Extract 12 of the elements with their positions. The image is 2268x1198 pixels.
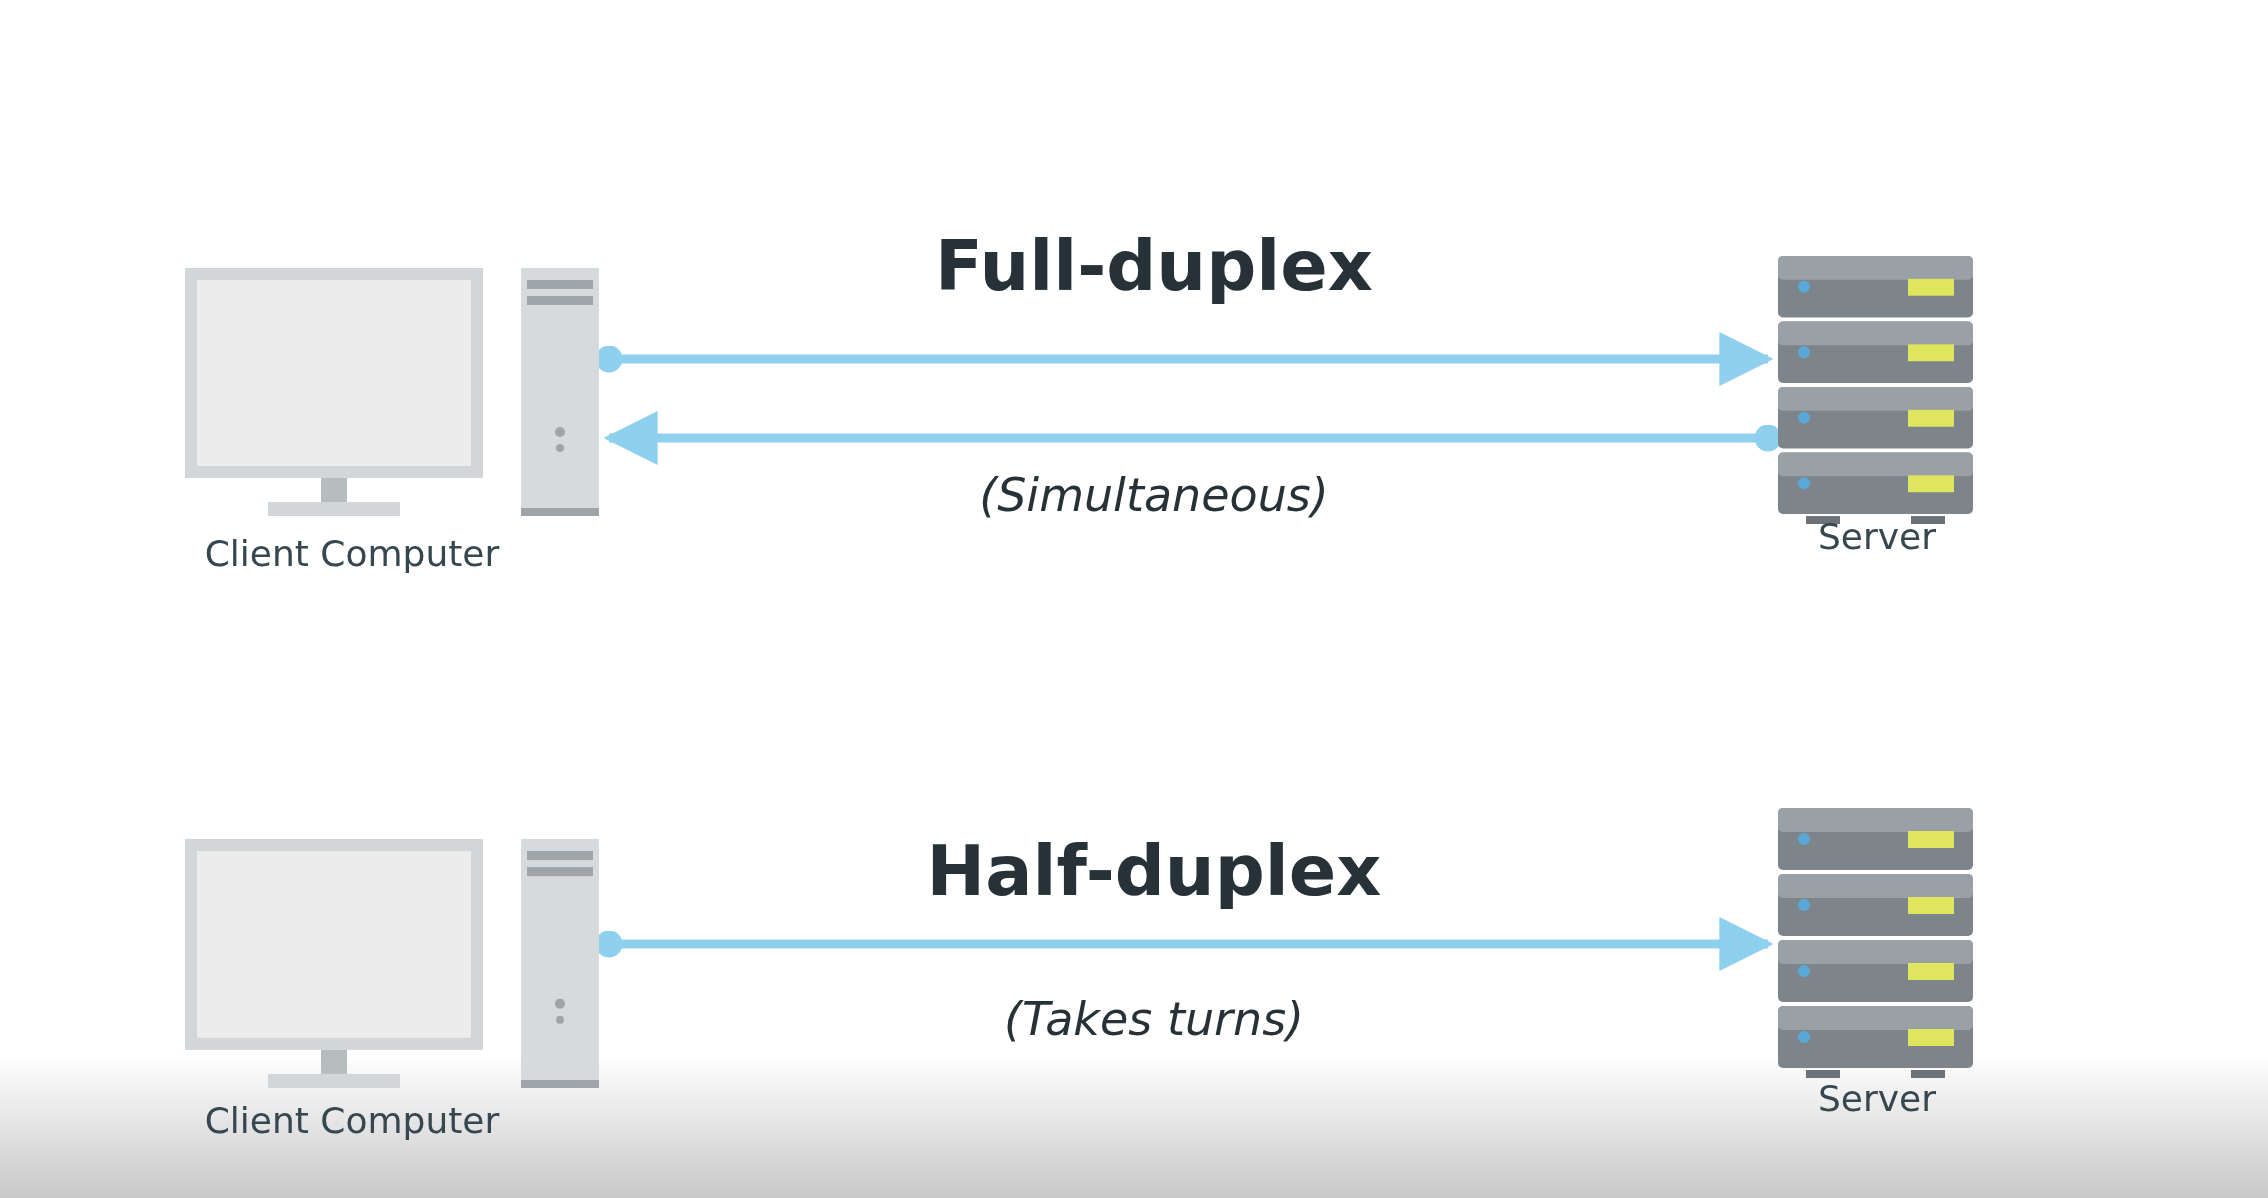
mode-heading: Full-duplex — [935, 225, 1373, 307]
server-rack-drawing — [1778, 808, 1973, 1078]
mode-heading: Half-duplex — [926, 830, 1382, 912]
device-caption: Server — [1817, 516, 1937, 557]
server-rack-drawing — [1778, 256, 1973, 524]
desktop-computer-drawing — [185, 839, 599, 1088]
device-caption: Client Computer — [204, 533, 500, 574]
mode-note: (Simultaneous) — [979, 468, 1329, 522]
mode-note: (Takes turns) — [1003, 992, 1305, 1046]
device-caption: Server — [1817, 1078, 1937, 1119]
device-caption: Client Computer — [204, 1100, 500, 1141]
desktop-computer-drawing — [185, 268, 599, 516]
